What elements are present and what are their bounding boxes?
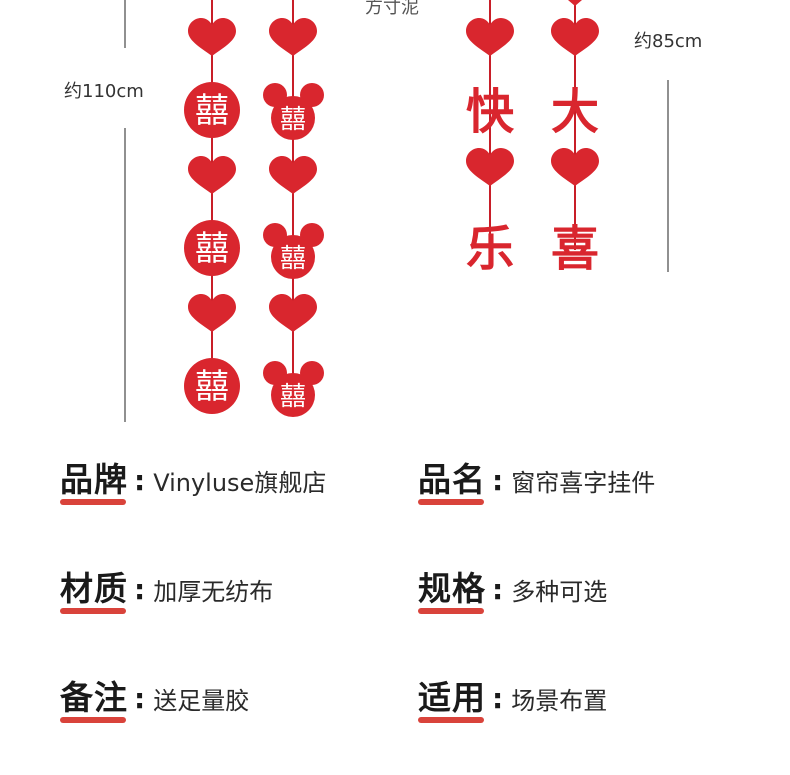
key-underline [418, 499, 484, 505]
double-happiness-ornament: 囍 [184, 220, 240, 276]
key-underline [418, 717, 484, 723]
mouse-happiness-ornament: 囍 [263, 361, 324, 417]
spec-size: 规格 : 多种可选 [418, 569, 608, 614]
spec-colon: : [492, 572, 504, 606]
svg-text:囍: 囍 [195, 229, 229, 269]
spec-value: Vinyluse旗舰店 [153, 468, 327, 497]
spec-key: 适用 [418, 678, 486, 723]
double-happiness-ornament: 囍 [184, 358, 240, 414]
spec-value: 多种可选 [511, 577, 608, 606]
spec-value: 送足量胶 [153, 686, 250, 715]
garland-illustration: 囍 囍 囍 囍 囍 囍 快 乐 大 喜 [124, 0, 669, 422]
spec-brand: 品牌 : Vinyluse旗舰店 [60, 460, 327, 505]
svg-text:囍: 囍 [280, 244, 306, 274]
spec-product-name: 品名 : 窗帘喜字挂件 [418, 460, 656, 505]
spec-colon: : [492, 681, 504, 715]
character-kuai: 快 [466, 84, 515, 140]
key-underline [60, 608, 126, 614]
spec-usage: 适用 : 场景布置 [418, 678, 608, 723]
double-happiness-ornament: 囍 [184, 82, 240, 138]
mouse-happiness-ornament: 囍 [263, 83, 324, 140]
svg-text:囍: 囍 [195, 367, 229, 407]
spec-colon: : [492, 463, 504, 497]
top-cut-caption: 方寸泥 [365, 0, 419, 18]
spec-key: 备注 [60, 678, 128, 723]
svg-text:囍: 囍 [280, 105, 306, 135]
spec-value: 窗帘喜字挂件 [511, 468, 656, 497]
svg-text:囍: 囍 [195, 91, 229, 131]
character-le: 乐 [466, 221, 514, 277]
svg-text:囍: 囍 [280, 382, 306, 412]
spec-colon: : [134, 572, 146, 606]
heart-ornament-partial [568, 0, 582, 6]
spec-value: 加厚无纺布 [153, 577, 274, 606]
spec-value: 场景布置 [511, 686, 608, 715]
key-underline [60, 717, 126, 723]
spec-note: 备注 : 送足量胶 [60, 678, 250, 723]
spec-colon: : [134, 463, 146, 497]
spec-key: 规格 [418, 569, 486, 614]
spec-material: 材质 : 加厚无纺布 [60, 569, 274, 614]
spec-key: 品名 [418, 460, 486, 505]
height-label-left: 约110cm [64, 81, 144, 102]
key-underline [60, 499, 126, 505]
spec-key: 品牌 [60, 460, 128, 505]
spec-key: 材质 [60, 569, 128, 614]
mouse-happiness-ornament: 囍 [263, 223, 324, 279]
key-underline [418, 608, 484, 614]
character-xi: 喜 [551, 221, 599, 277]
product-image: 囍 囍 囍 囍 囍 囍 快 乐 大 喜 [64, 0, 703, 422]
height-label-right: 约85cm [634, 31, 703, 52]
spec-colon: : [134, 681, 146, 715]
character-da: 大 [551, 84, 599, 140]
